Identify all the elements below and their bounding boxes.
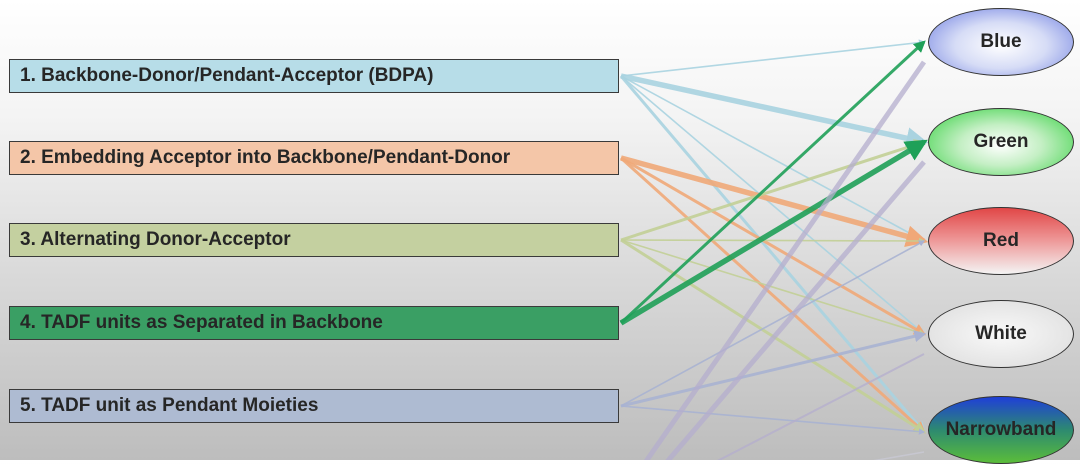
arrow-s5-to-red — [620, 240, 926, 407]
emission-narrowband: Narrowband — [928, 396, 1074, 464]
arrow-s1-to-white — [620, 75, 925, 335]
arrow-s1-to-red — [620, 75, 926, 242]
strategy-box-alternating: 3. Alternating Donor-Acceptor — [9, 223, 619, 257]
emission-blue: Blue — [928, 8, 1074, 76]
arrow-s5-to-white — [620, 330, 927, 408]
arrow-s1-to-narrowband — [619, 75, 926, 434]
arrow-s1-to-blue — [620, 39, 926, 77]
emission-label: Blue — [980, 31, 1022, 52]
strategy-box-embedding-acceptor: 2. Embedding Acceptor into Backbone/Pend… — [9, 141, 619, 175]
emission-label: Red — [983, 230, 1019, 251]
arrow-offscreen-3 — [873, 451, 925, 460]
arrow-s4-to-green — [619, 139, 928, 326]
strategy-label: 2. Embedding Acceptor into Backbone/Pend… — [20, 147, 511, 168]
emission-red: Red — [928, 207, 1074, 275]
strategy-label: 1. Backbone-Donor/Pendant-Acceptor (BDPA… — [20, 65, 434, 86]
arrow-offscreen-2 — [717, 353, 925, 460]
arrow-offscreen-0 — [643, 60, 927, 460]
arrow-s5-to-narrowband — [620, 405, 926, 435]
arrow-s2-to-red — [620, 155, 929, 247]
arrow-s3-to-red — [620, 237, 926, 245]
emission-white: White — [928, 300, 1074, 368]
arrow-offscreen-1 — [665, 160, 926, 460]
strategy-label: 5. TADF unit as Pendant Moieties — [20, 395, 319, 416]
arrow-s3-to-white — [620, 239, 926, 336]
emission-label: Narrowband — [945, 419, 1057, 440]
strategy-label: 4. TADF units as Separated in Backbone — [20, 312, 383, 333]
emission-label: Green — [973, 131, 1029, 152]
strategy-box-separated-backbone: 4. TADF units as Separated in Backbone — [9, 306, 619, 340]
strategy-label: 3. Alternating Donor-Acceptor — [20, 229, 291, 250]
emission-label: White — [975, 323, 1027, 344]
emission-green: Green — [928, 108, 1074, 176]
strategy-box-pendant-moieties: 5. TADF unit as Pendant Moieties — [9, 389, 619, 423]
strategy-box-bdpa: 1. Backbone-Donor/Pendant-Acceptor (BDPA… — [9, 59, 619, 93]
arrow-s4-to-blue — [619, 40, 926, 325]
arrow-s3-to-green — [620, 139, 927, 242]
arrow-s2-to-narrowband — [619, 156, 926, 434]
arrow-s2-to-white — [620, 156, 927, 336]
